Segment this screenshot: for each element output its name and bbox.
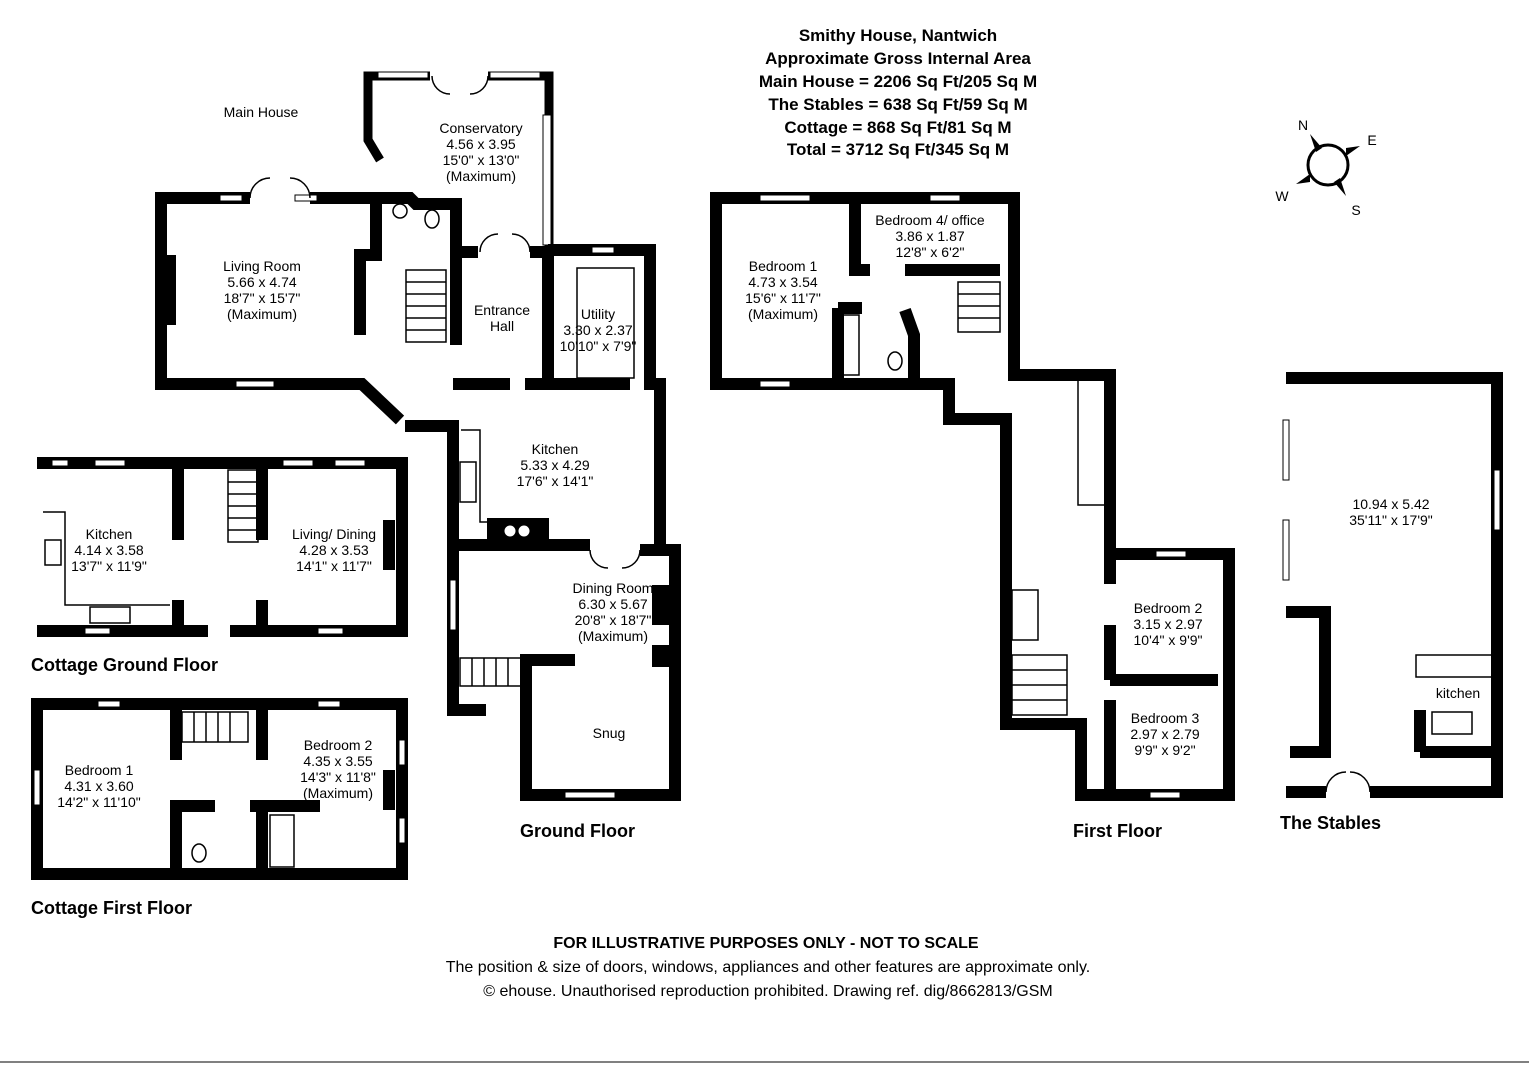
staircase <box>181 711 249 743</box>
room-note: (Maximum) <box>578 628 648 644</box>
room-stables-main: 10.94 x 5.42 <box>1352 496 1429 512</box>
room-dimensions-imperial: 12'8" x 6'2" <box>896 244 965 260</box>
copyright: © ehouse. Unauthorised reproduction proh… <box>483 983 1052 1000</box>
area-cottage: Cottage = 868 Sq Ft/81 Sq M <box>784 118 1011 137</box>
room-note: (Maximum) <box>227 306 297 322</box>
ground-floor-label: Ground Floor <box>520 821 635 841</box>
room-dimensions-imperial: 15'6" x 11'7" <box>745 290 821 306</box>
room-bedroom-4: Bedroom 4/ office <box>875 212 985 228</box>
area-subtitle: Approximate Gross Internal Area <box>765 49 1031 68</box>
stables-label: The Stables <box>1280 813 1381 833</box>
compass-north: N <box>1298 117 1308 133</box>
room-stables-kitchen: kitchen <box>1436 685 1480 701</box>
main-ground-floor: Main House <box>155 71 681 841</box>
room-utility: Utility <box>581 306 615 322</box>
room-dimensions: 4.73 x 3.54 <box>748 274 817 290</box>
room-dimensions: 2.97 x 2.79 <box>1130 726 1199 742</box>
room-dimensions-imperial: 9'9" x 9'2" <box>1134 742 1195 758</box>
room-dimensions-imperial: 14'2" x 11'10" <box>57 794 141 810</box>
room-note: (Maximum) <box>446 168 516 184</box>
room-snug: Snug <box>593 725 626 741</box>
room-cottage-bedroom-2: Bedroom 2 <box>304 737 373 753</box>
room-kitchen: Kitchen <box>532 441 579 457</box>
room-dimensions: 4.28 x 3.53 <box>299 542 368 558</box>
footer-note: The position & size of doors, windows, a… <box>446 959 1091 976</box>
room-conservatory: Conservatory <box>439 120 522 136</box>
room-note: (Maximum) <box>748 306 818 322</box>
room-entrance-hall-line2: Hall <box>490 318 514 334</box>
room-dimensions: 6.30 x 5.67 <box>578 596 647 612</box>
room-dimensions: 4.35 x 3.55 <box>303 753 372 769</box>
room-dimensions: 4.14 x 3.58 <box>74 542 143 558</box>
room-dimensions: 3.86 x 1.87 <box>895 228 964 244</box>
staircase <box>957 281 1068 716</box>
room-dimensions-imperial: 15'0" x 13'0" <box>443 152 520 168</box>
room-dimensions-imperial: 10'10" x 7'9" <box>560 338 637 354</box>
area-main-house: Main House = 2206 Sq Ft/205 Sq M <box>759 72 1037 91</box>
cottage-ground-floor: Cottage Ground Floor Kitchen 4.14 x 3.58… <box>31 457 408 675</box>
main-first-floor: First Floor Bedroom 1 4.73 x 3.54 15'6" … <box>710 192 1235 841</box>
room-dining-room: Dining Room <box>573 580 654 596</box>
staircase <box>459 657 526 687</box>
room-dimensions-imperial: 20'8" x 18'7" <box>575 612 652 628</box>
property-title: Smithy House, Nantwich <box>799 26 997 45</box>
room-dimensions: 3.30 x 2.37 <box>563 322 632 338</box>
room-dimensions-imperial: 35'11" x 17'9" <box>1349 512 1433 528</box>
room-cottage-bedroom-1: Bedroom 1 <box>65 762 134 778</box>
cottage-first-label: Cottage First Floor <box>31 898 192 918</box>
compass-west: W <box>1275 188 1289 204</box>
area-total: Total = 3712 Sq Ft/345 Sq M <box>787 140 1009 159</box>
room-bedroom-1: Bedroom 1 <box>749 258 818 274</box>
footer: FOR ILLUSTRATIVE PURPOSES ONLY - NOT TO … <box>0 935 1529 1063</box>
cottage-ground-label: Cottage Ground Floor <box>31 655 218 675</box>
room-dimensions: 5.33 x 4.29 <box>520 457 589 473</box>
room-cottage-living-dining: Living/ Dining <box>292 526 376 542</box>
staircase <box>227 469 259 543</box>
room-dimensions-imperial: 18'7" x 15'7" <box>224 290 301 306</box>
room-dimensions: 4.31 x 3.60 <box>64 778 133 794</box>
room-note: (Maximum) <box>303 785 373 801</box>
disclaimer: FOR ILLUSTRATIVE PURPOSES ONLY - NOT TO … <box>553 935 979 952</box>
compass-south: S <box>1351 202 1360 218</box>
room-cottage-kitchen: Kitchen <box>86 526 133 542</box>
main-house-label: Main House <box>224 104 299 120</box>
room-dimensions-imperial: 14'3" x 11'8" <box>300 769 376 785</box>
room-dimensions-imperial: 14'1" x 11'7" <box>296 558 372 574</box>
area-stables: The Stables = 638 Sq Ft/59 Sq M <box>768 95 1027 114</box>
room-entrance-hall: Entrance <box>474 302 530 318</box>
room-dimensions: 3.15 x 2.97 <box>1133 616 1202 632</box>
room-bedroom-3: Bedroom 3 <box>1131 710 1200 726</box>
room-dimensions: 5.66 x 4.74 <box>227 274 296 290</box>
compass-east: E <box>1367 132 1376 148</box>
room-living-room: Living Room <box>223 258 301 274</box>
room-dimensions-imperial: 13'7" x 11'9" <box>71 558 147 574</box>
compass-icon: N E S W <box>1275 117 1376 218</box>
staircase <box>405 269 447 343</box>
room-dimensions: 4.56 x 3.95 <box>446 136 515 152</box>
stables-floor: The Stables 10.94 x 5.42 35'11" x 17'9" … <box>1280 372 1503 833</box>
room-bedroom-2: Bedroom 2 <box>1134 600 1203 616</box>
cottage-first-floor: Cottage First Floor Bedroom 1 4.31 x 3.6… <box>31 698 408 918</box>
room-dimensions-imperial: 17'6" x 14'1" <box>517 473 594 489</box>
first-floor-label: First Floor <box>1073 821 1162 841</box>
room-dimensions-imperial: 10'4" x 9'9" <box>1134 632 1203 648</box>
area-summary: Smithy House, Nantwich Approximate Gross… <box>759 26 1037 159</box>
